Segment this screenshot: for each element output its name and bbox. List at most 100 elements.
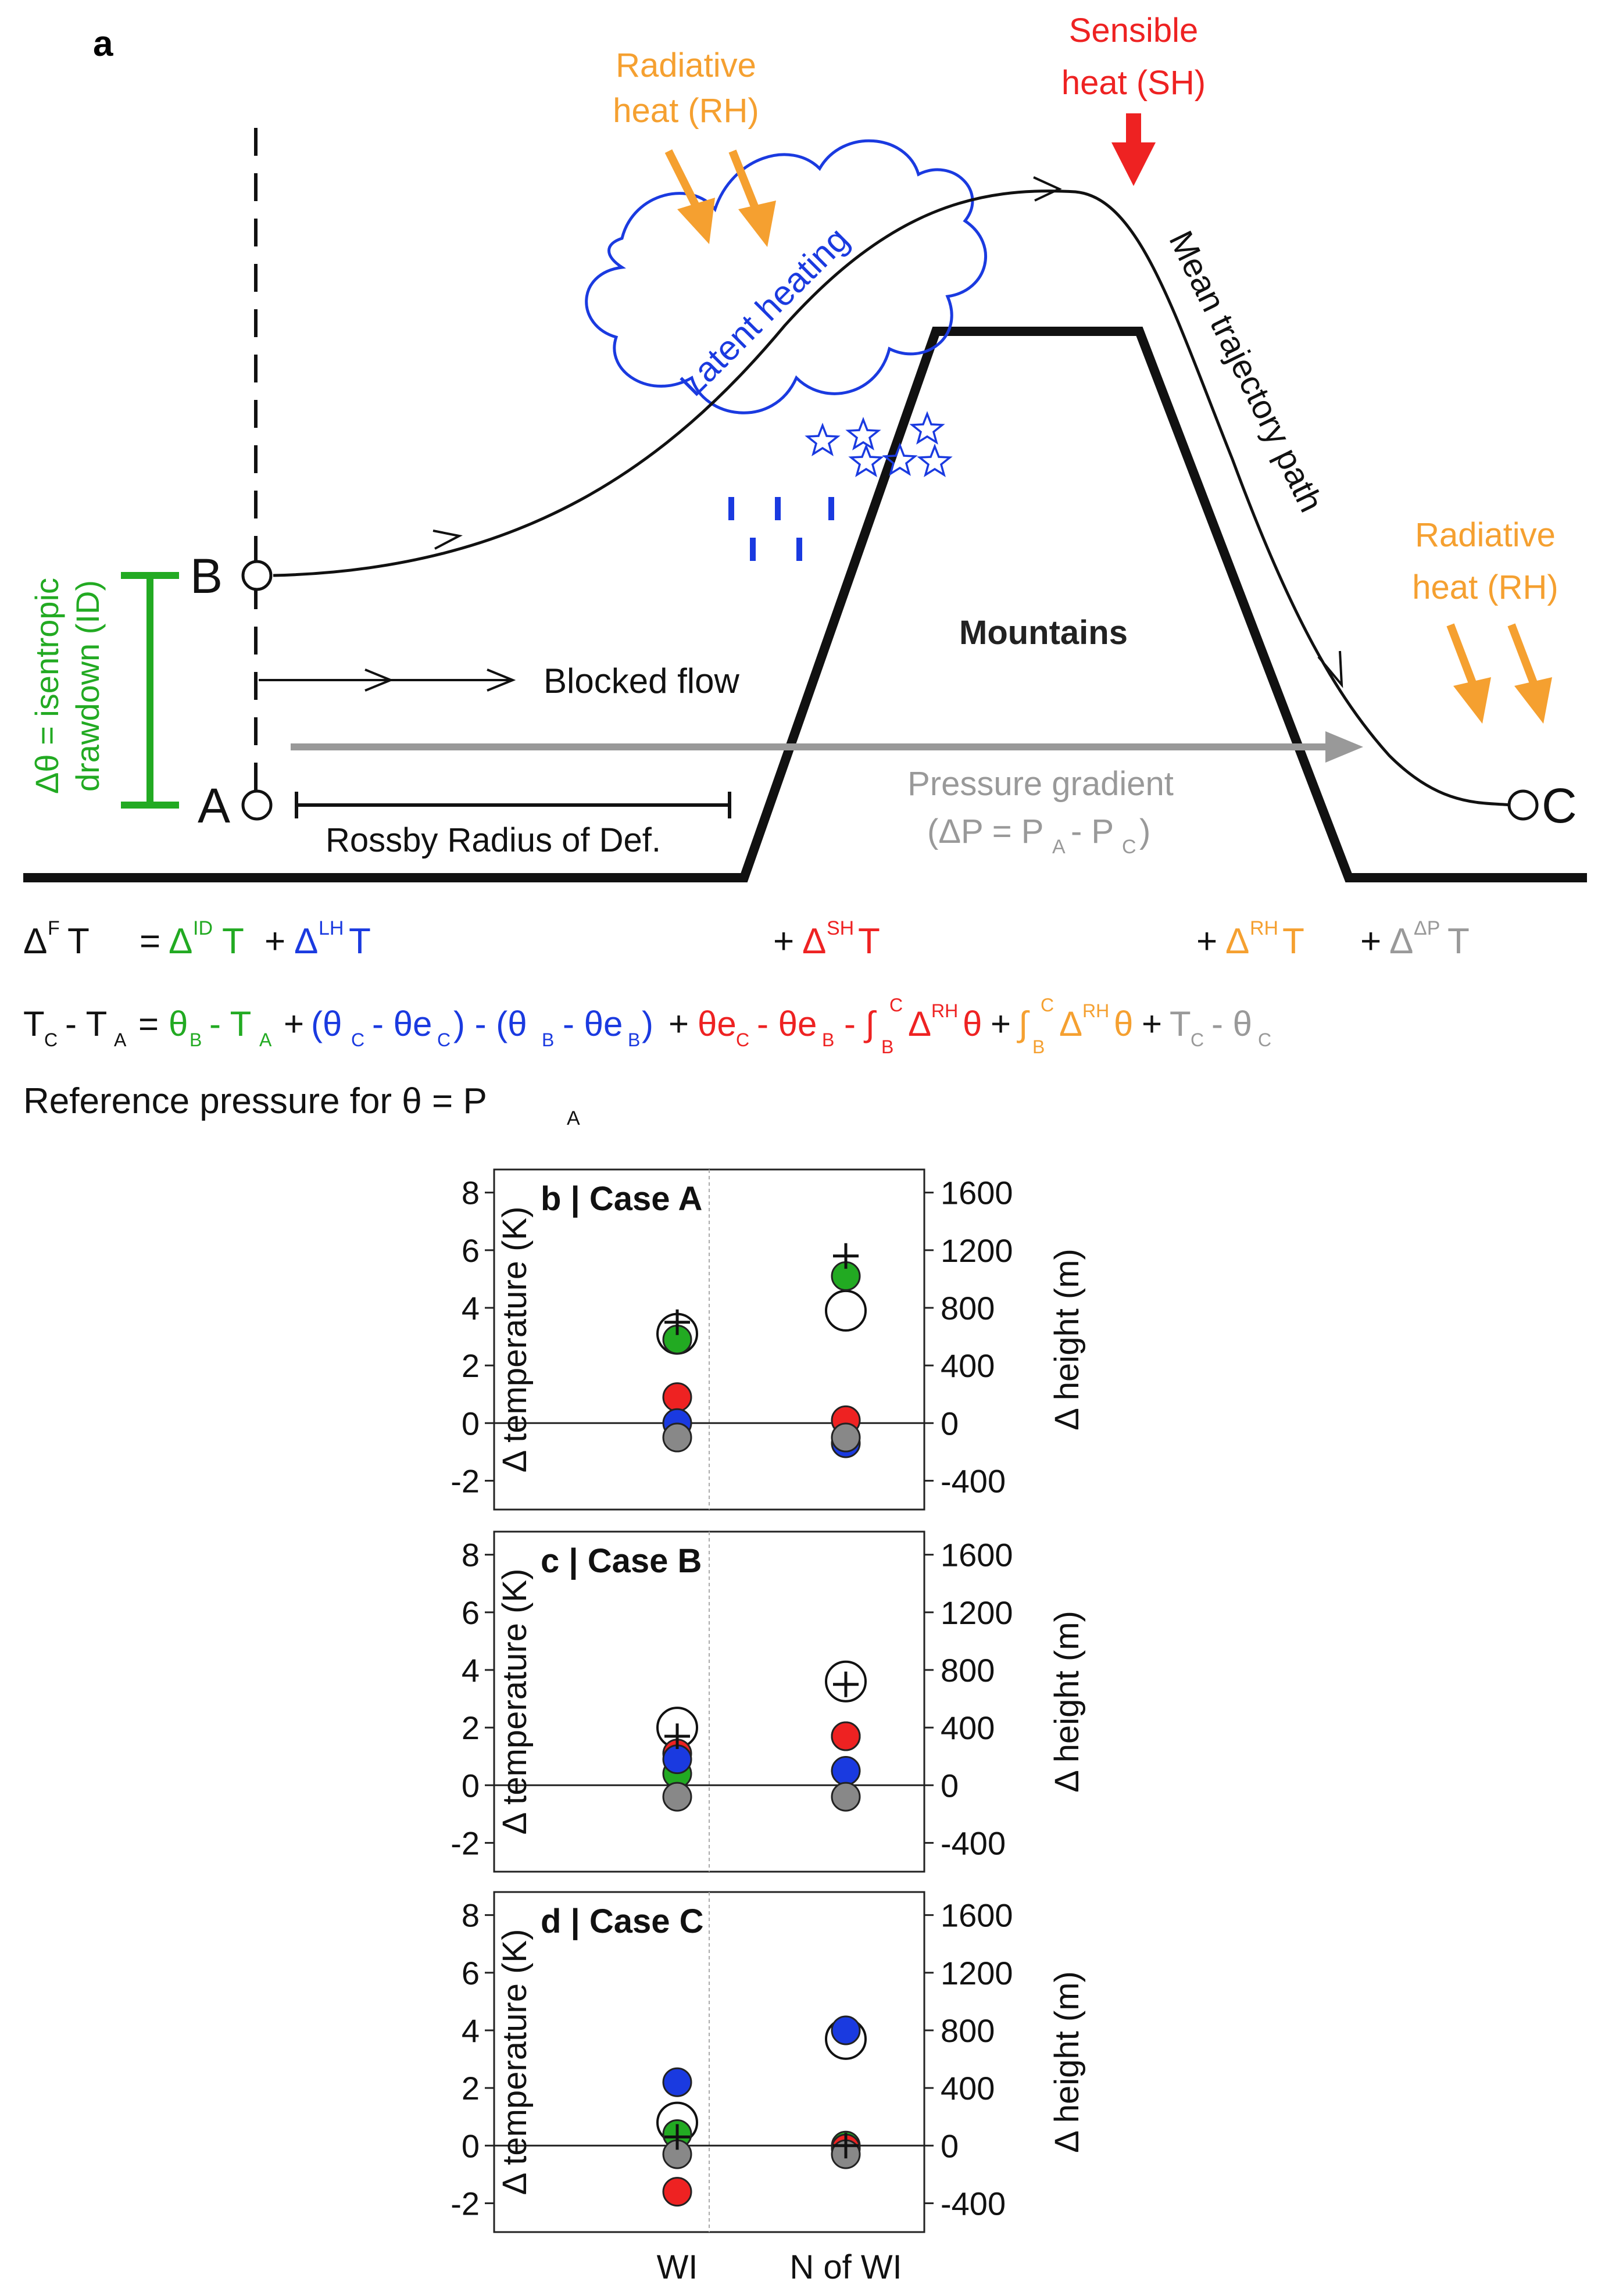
svg-text:- θe: - θe xyxy=(372,1004,432,1043)
svg-text:B: B xyxy=(1032,1036,1045,1057)
x-label-wi: WI xyxy=(657,2248,698,2286)
trajectory-arrow-3 xyxy=(1317,650,1343,688)
svg-text:Δ: Δ xyxy=(169,921,192,961)
svg-text:Δ: Δ xyxy=(294,921,318,961)
left-tick-label: 6 xyxy=(462,1955,480,1991)
right-tick-label: 800 xyxy=(941,1652,995,1689)
data-point xyxy=(662,1382,692,1412)
svg-text:T: T xyxy=(1447,921,1470,961)
mean-trajectory-path xyxy=(273,189,1512,807)
left-tick-label: 0 xyxy=(462,2127,480,2164)
svg-text:): ) xyxy=(1139,813,1150,850)
point-a-label: A xyxy=(198,778,230,833)
rossby-label: Rossby Radius of Def. xyxy=(326,821,661,859)
left-tick-label: -2 xyxy=(451,1462,480,1499)
right-tick-label: 1600 xyxy=(941,1175,1013,1211)
svg-text:A: A xyxy=(259,1029,272,1050)
right-tick-label: 1200 xyxy=(941,1955,1013,1991)
svg-text:) - (θ: ) - (θ xyxy=(453,1004,527,1043)
left-tick-label: 6 xyxy=(462,1232,480,1269)
left-axis-label: Δ temperature (K) xyxy=(496,1207,534,1473)
sensible-heat-arrow-icon xyxy=(1111,113,1156,186)
left-tick-label: 4 xyxy=(462,1652,480,1689)
right-tick-label: -400 xyxy=(941,1462,1006,1499)
svg-text:RH: RH xyxy=(1250,917,1278,939)
left-tick-label: 4 xyxy=(462,1290,480,1326)
left-tick-label: 2 xyxy=(462,1347,480,1384)
svg-text:T: T xyxy=(858,921,880,961)
svg-text:+: + xyxy=(991,1004,1011,1043)
svg-text:C: C xyxy=(889,995,903,1015)
right-tick-label: 0 xyxy=(941,1767,959,1804)
svg-text:A: A xyxy=(1052,836,1066,858)
data-point xyxy=(831,1422,861,1453)
svg-text:B: B xyxy=(881,1036,893,1057)
svg-text:- θe: - θe xyxy=(563,1004,623,1043)
point-b-marker xyxy=(241,560,273,591)
left-tick-label: 2 xyxy=(462,1710,480,1746)
sensible-heat-line2: heat (SH) xyxy=(1061,64,1206,102)
left-tick-label: 0 xyxy=(462,1405,480,1442)
pressure-gradient-formula: (ΔP = P A - P C ) xyxy=(927,813,1150,858)
isentropic-label-line1: Δθ = isentropic xyxy=(28,578,65,794)
pressure-gradient-label: Pressure gradient xyxy=(907,765,1174,803)
svg-text:B: B xyxy=(822,1029,834,1050)
radiative-heat-arrow-right-icon xyxy=(1446,623,1552,724)
svg-text:Δ: Δ xyxy=(1059,1004,1082,1043)
svg-text:+: + xyxy=(1196,921,1217,961)
svg-text:T: T xyxy=(1170,1004,1191,1043)
svg-text:+: + xyxy=(284,1004,304,1043)
radiative-heat-arrow-icon xyxy=(664,149,776,247)
svg-text:ID: ID xyxy=(193,917,213,939)
svg-text:ΔP: ΔP xyxy=(1414,917,1440,939)
left-axis-label: Δ temperature (K) xyxy=(496,1929,534,2195)
left-tick-label: 8 xyxy=(462,1897,480,1934)
svg-text:C: C xyxy=(1041,995,1054,1015)
right-tick-label: -400 xyxy=(941,2185,1006,2222)
svg-text:): ) xyxy=(642,1004,653,1043)
reference-pressure-subscript: A xyxy=(567,1107,580,1129)
svg-text:+: + xyxy=(773,921,794,961)
svg-text:=: = xyxy=(140,921,160,961)
svg-text:θ: θ xyxy=(1114,1004,1133,1043)
right-axis-label: Δ height (m) xyxy=(1048,1611,1086,1793)
right-axis-label: Δ height (m) xyxy=(1048,1249,1086,1430)
data-point xyxy=(662,1422,692,1453)
svg-text:+: + xyxy=(1360,921,1381,961)
svg-text:T: T xyxy=(349,921,371,961)
sensible-heat-line1: Sensible xyxy=(1069,12,1198,49)
mean-trajectory-label: Mean trajectory path xyxy=(1161,225,1330,518)
rain-icon xyxy=(728,497,834,561)
right-tick-label: 1200 xyxy=(941,1232,1013,1269)
left-tick-label: 6 xyxy=(462,1594,480,1631)
radiative-heat-left-line1: Radiative xyxy=(616,47,756,84)
snowflake-icon xyxy=(805,411,953,477)
data-point xyxy=(662,1782,692,1812)
left-tick-label: 2 xyxy=(462,2070,480,2107)
data-point xyxy=(662,2067,692,2097)
panel-a-label: a xyxy=(93,24,113,64)
svg-text:B: B xyxy=(190,1029,202,1050)
svg-text:- θe: - θe xyxy=(757,1004,817,1043)
svg-text:Δ: Δ xyxy=(1389,921,1413,961)
pressure-gradient-arrowhead xyxy=(1325,731,1363,763)
svg-text:C: C xyxy=(1191,1029,1204,1050)
data-point xyxy=(831,2015,861,2045)
svg-text:- T: - T xyxy=(65,1004,107,1043)
svg-text:C: C xyxy=(44,1029,58,1050)
svg-text:- θ: - θ xyxy=(1211,1004,1252,1043)
svg-text:+: + xyxy=(669,1004,689,1043)
right-tick-label: 0 xyxy=(941,2127,959,2164)
svg-text:+: + xyxy=(264,921,285,961)
svg-text:C: C xyxy=(351,1029,364,1050)
chart-title: c | Case B xyxy=(541,1542,702,1580)
svg-text:C: C xyxy=(1258,1029,1271,1050)
isentropic-label-line2: drawdown (ID) xyxy=(69,580,106,792)
svg-text:T: T xyxy=(23,1004,45,1043)
svg-text:θe: θe xyxy=(698,1004,737,1043)
right-tick-label: 400 xyxy=(941,2070,995,2107)
